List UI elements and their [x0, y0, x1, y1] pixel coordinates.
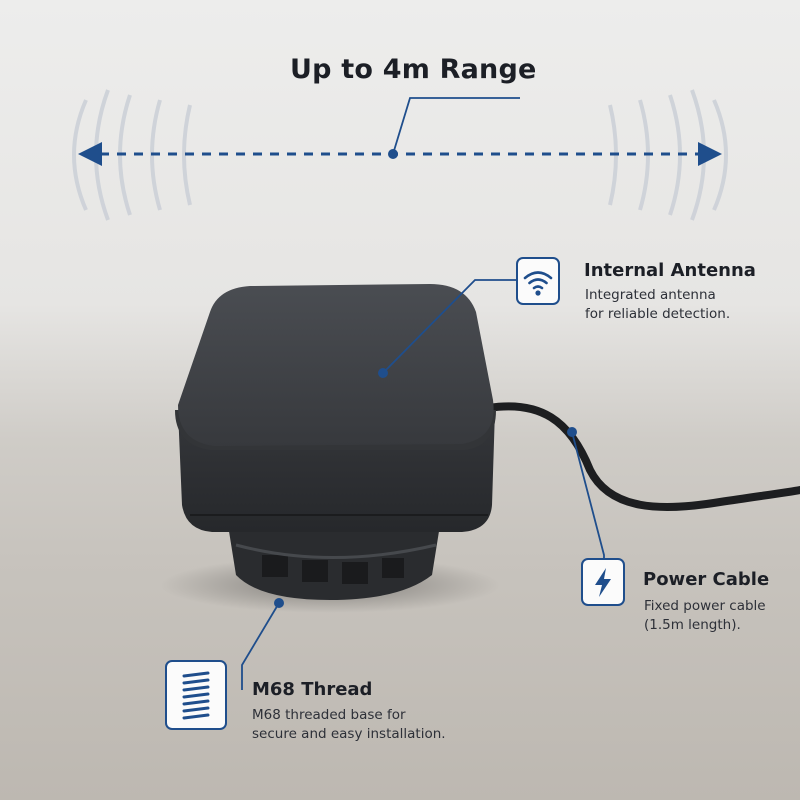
power-cable [484, 402, 800, 512]
sensor-housing [175, 284, 496, 532]
internal-antenna-icon-box [516, 257, 560, 305]
internal-antenna-desc-line-2: for reliable detection. [585, 306, 731, 322]
m68-thread-icon-box [165, 660, 227, 730]
internal-antenna-desc-line-1: Integrated antenna [585, 287, 716, 303]
m68-thread-title: M68 Thread [252, 679, 373, 700]
power-cable-desc-line-1: Fixed power cable [644, 598, 766, 614]
lightning-bolt-icon [595, 568, 611, 597]
range-arrow [78, 97, 722, 166]
thread-coil-icon [182, 671, 210, 720]
wifi-icon [523, 271, 553, 296]
m68-thread-desc-line-2: secure and easy installation. [252, 726, 446, 742]
power-cable-icon-box [581, 558, 625, 606]
thread-base [228, 525, 440, 600]
range-headline: Up to 4m Range [290, 54, 537, 85]
power-cable-title: Power Cable [643, 569, 770, 590]
leader-dots [274, 368, 577, 608]
internal-antenna-title: Internal Antenna [584, 260, 756, 281]
power-cable-desc-line-2: (1.5m length). [644, 617, 741, 633]
m68-thread-desc-line-1: M68 threaded base for [252, 707, 406, 723]
